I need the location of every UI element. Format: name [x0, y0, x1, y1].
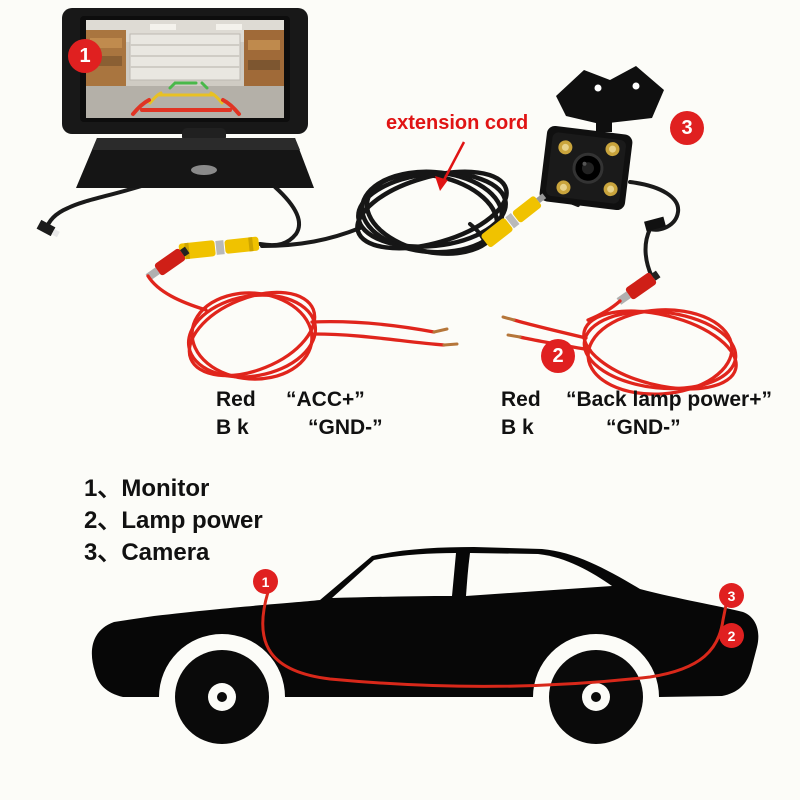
wire-tips-left — [432, 327, 459, 347]
monitor-screen — [86, 20, 284, 118]
left-wire-red-label: Red — [216, 388, 256, 411]
wire-tips-right — [501, 315, 522, 339]
extension-cord-arrow — [435, 141, 466, 191]
rca-red-right — [616, 270, 661, 305]
inline-connector-left — [36, 219, 60, 238]
extension-cord-label: extension cord — [386, 112, 529, 134]
car-power-cable — [261, 591, 729, 688]
badge-monitor: 1 — [68, 39, 102, 73]
legend-item-lamp-power: 2、Lamp power — [84, 507, 263, 534]
parking-guidelines — [131, 81, 241, 116]
legend-item-camera: 3、Camera — [84, 539, 210, 566]
car-badge-lamp-power: 2 — [719, 623, 744, 648]
badge-camera: 3 — [670, 111, 704, 145]
legend-item-monitor: 1、Monitor — [84, 475, 210, 502]
right-wire-bk-label: B k — [501, 416, 534, 439]
car-front-window — [332, 553, 456, 598]
camera-leds — [556, 140, 620, 197]
right-wire-power-label: “Back lamp power+” — [566, 388, 772, 411]
monitor-graphic — [62, 8, 314, 188]
rca-yellow-right — [481, 193, 547, 248]
car-badge-monitor: 1 — [253, 569, 278, 594]
left-wire-bk-label: B k — [216, 416, 249, 439]
right-wire-gnd-label: “GND-” — [606, 416, 681, 439]
car-silhouette — [91, 547, 759, 756]
left-wire-gnd-label: “GND-” — [308, 416, 383, 439]
left-wire-acc-label: “ACC+” — [286, 388, 365, 411]
power-wire-right — [512, 299, 738, 396]
car-badge-camera: 3 — [719, 583, 744, 608]
power-wire-left — [146, 274, 446, 381]
camera-bracket — [556, 66, 664, 124]
camera-graphic — [539, 66, 664, 211]
right-wire-red-label: Red — [501, 388, 541, 411]
rca-red-left — [145, 246, 190, 281]
wheel-front — [163, 638, 281, 756]
rca-yellow-left — [178, 236, 260, 260]
car-rear-window — [466, 553, 612, 596]
wheel-rear — [537, 638, 655, 756]
extension-cord-coil — [355, 169, 509, 256]
badge-lamp-power: 2 — [541, 339, 575, 373]
